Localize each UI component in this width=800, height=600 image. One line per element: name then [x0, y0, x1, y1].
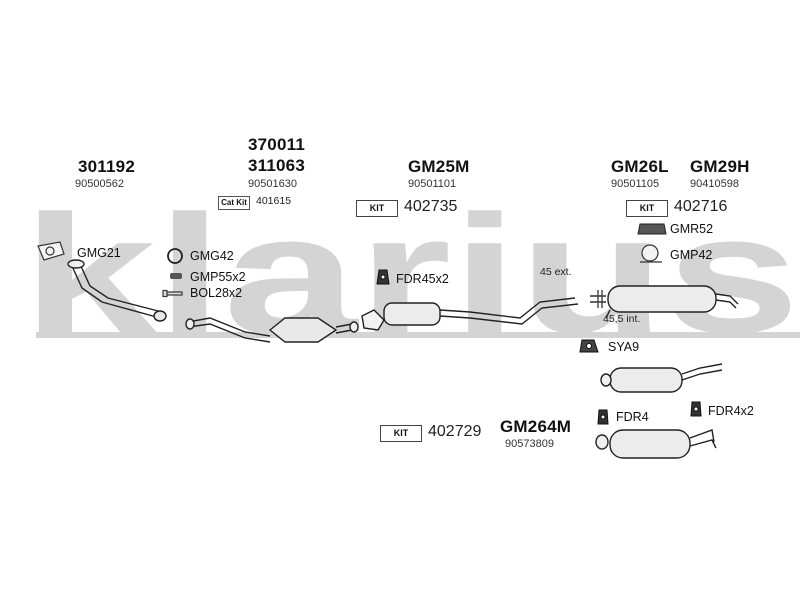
rear-kit-number: 402716 — [674, 198, 728, 215]
clamp-sya9-icon — [579, 339, 599, 353]
rear-silencer-alt1-drawing — [600, 363, 723, 393]
front-pipe-number: 90500562 — [75, 178, 124, 190]
rear-kit-badge: KIT — [626, 200, 668, 217]
catalyst-number: 90501630 — [248, 178, 297, 190]
label-bol28: BOL28x2 — [190, 286, 243, 300]
catalyst-code-1: 370011 — [248, 135, 305, 154]
alt-kit-badge: KIT — [380, 425, 422, 442]
label-gmr52: GMR52 — [670, 222, 714, 236]
label-fdr4x2: FDR4x2 — [708, 404, 754, 418]
hanger-fdr4x2-icon — [690, 401, 702, 417]
middle-kit-badge: KIT — [356, 200, 398, 217]
gasket-gmg21-icon — [37, 241, 65, 261]
label-fdr4: FDR4 — [616, 410, 649, 424]
middle-kit-number: 402735 — [404, 198, 458, 215]
front-pipe-drawing — [67, 259, 167, 322]
rear-l-code: GM26L — [611, 157, 669, 176]
clamp-gmp42-icon — [640, 244, 662, 263]
rear-h-code: GM29H — [690, 157, 750, 176]
catkit-number: 401615 — [256, 195, 292, 207]
clamp-gmp55-icon — [170, 273, 182, 279]
middle-code: GM25M — [408, 157, 470, 176]
hanger-fdr45-icon — [376, 269, 390, 285]
bolt-bol28-icon — [162, 289, 183, 298]
alt-middle-code: GM264M — [500, 417, 572, 436]
label-gmp55: GMP55x2 — [190, 270, 246, 284]
rear-h-number: 90410598 — [690, 178, 739, 190]
label-gmg42: GMG42 — [190, 249, 234, 263]
hanger-fdr4-icon — [597, 409, 609, 425]
ring-gmg42-icon — [167, 248, 183, 264]
label-fdr45: FDR45x2 — [396, 272, 449, 286]
label-gmg21: GMG21 — [77, 246, 121, 260]
rear-silencer-alt2-drawing — [595, 429, 717, 459]
label-sya9: SYA9 — [608, 340, 640, 354]
middle-silencer-drawing — [361, 297, 579, 331]
middle-number: 90501101 — [408, 178, 457, 190]
alt-kit-number: 402729 — [428, 423, 482, 440]
front-pipe-code: 301192 — [78, 157, 135, 176]
label-gmp42: GMP42 — [670, 248, 713, 262]
alt-middle-number: 90573809 — [505, 438, 554, 450]
rear-silencer-drawing — [590, 285, 739, 319]
catkit-badge: Cat Kit — [218, 196, 250, 210]
catalyst-code-2: 311063 — [248, 156, 305, 175]
catalyst-drawing — [185, 317, 359, 343]
dimension-ext: 45 ext. — [540, 266, 572, 278]
rear-l-number: 90501105 — [611, 178, 660, 190]
rubber-gmr52-icon — [637, 223, 667, 235]
dimension-int: 45,5 int. — [603, 313, 641, 325]
